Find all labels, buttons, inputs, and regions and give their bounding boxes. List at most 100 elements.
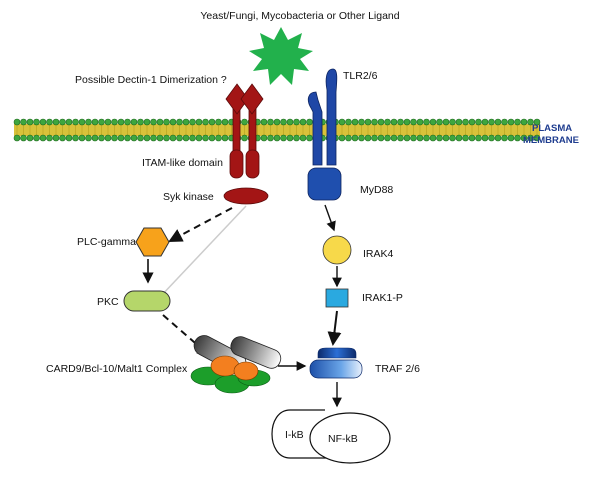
plc-gamma-icon: [135, 227, 170, 257]
membrane-lipid-head: [260, 118, 268, 126]
membrane-lipid-head: [78, 134, 86, 142]
membrane-lipid-head: [72, 134, 79, 142]
membrane-lipid-head: [52, 118, 60, 126]
membrane-lipid-head: [189, 118, 196, 126]
membrane-lipid-head: [527, 118, 534, 126]
membrane-lipid-head: [410, 118, 417, 126]
irak4: [322, 235, 352, 265]
membrane-lipid-head: [397, 118, 404, 126]
membrane-lipid-head: [351, 118, 359, 126]
membrane-lipid-head: [397, 134, 404, 142]
membrane-lipid-head: [59, 134, 66, 142]
membrane-lipid-head: [182, 118, 190, 126]
membrane-lipid-head: [481, 118, 489, 126]
membrane-lipid-head: [416, 118, 424, 126]
membrane-lipid-head: [338, 118, 346, 126]
membrane-lipid-head: [390, 134, 398, 142]
membrane-lipid-head: [39, 134, 47, 142]
pkc: [123, 290, 171, 312]
membrane-lipid-head: [455, 134, 463, 142]
myd88-to-irak4-arrow: [324, 204, 336, 232]
membrane-lipid-head: [429, 134, 437, 142]
membrane-lipid-head: [202, 134, 209, 142]
syk-to-plc-arrow: [168, 207, 233, 242]
membrane-lipid-head: [215, 134, 222, 142]
membrane-lipid-head: [267, 118, 274, 126]
membrane-lipid-head: [442, 118, 450, 126]
myd88-label: MyD88: [360, 184, 393, 196]
membrane-lipid-head: [13, 134, 21, 142]
membrane-lipid-head: [176, 134, 183, 142]
membrane-label-line1: PLASMA: [532, 123, 572, 134]
membrane-lipid-head: [462, 118, 469, 126]
membrane-lipid-head: [475, 118, 482, 126]
membrane-lipid-head: [163, 134, 170, 142]
irak4-label: IRAK4: [363, 248, 394, 260]
membrane-lipid-head: [72, 118, 79, 126]
membrane-lipid-head: [364, 134, 372, 142]
membrane-lipid-head: [377, 118, 385, 126]
membrane-lipid-head: [59, 118, 66, 126]
membrane-lipid-head: [507, 118, 515, 126]
membrane-lipid-head: [150, 118, 157, 126]
membrane-lipid-head: [117, 134, 125, 142]
membrane-lipid-head: [169, 134, 177, 142]
membrane-lipid-head: [91, 118, 99, 126]
membrane-lipid-head: [52, 134, 60, 142]
membrane-lipid-head: [260, 134, 268, 142]
syk-kinase: [223, 187, 269, 205]
ikb-label: I-kB: [285, 429, 304, 441]
membrane-lipid-head: [390, 118, 398, 126]
membrane-lipid-head: [371, 134, 378, 142]
membrane-lipid-head: [150, 134, 157, 142]
tlr-label: TLR2/6: [343, 70, 378, 82]
membrane-lipid-head: [455, 118, 463, 126]
membrane-lipid-head: [156, 118, 164, 126]
membrane-lipid-head: [111, 134, 118, 142]
membrane-lipid-head: [189, 134, 196, 142]
membrane-lipid-head: [163, 118, 170, 126]
nfkb-shape: [309, 412, 391, 464]
membrane-lipid-head: [403, 118, 411, 126]
membrane-lipid-head: [241, 118, 248, 126]
membrane-lipid-head: [436, 118, 443, 126]
membrane-lipid-head: [449, 118, 456, 126]
membrane-lipid-head: [221, 118, 229, 126]
membrane-lipid-head: [501, 118, 508, 126]
traf-2-6: [309, 347, 363, 379]
membrane-lipid-head: [273, 134, 281, 142]
membrane-lipid-head: [130, 118, 138, 126]
membrane-lipid-head: [195, 118, 203, 126]
membrane-lipid-head: [280, 118, 287, 126]
membrane-lipid-head: [39, 118, 47, 126]
membrane-lipid-head: [78, 118, 86, 126]
membrane-lipid-head: [494, 118, 502, 126]
membrane-lipid-head: [208, 118, 216, 126]
membrane-lipid-head: [176, 118, 183, 126]
pkc-label: PKC: [97, 296, 119, 308]
membrane-lipid-head: [182, 134, 190, 142]
membrane-lipid-head: [306, 134, 313, 142]
membrane-lipid-head: [280, 134, 287, 142]
membrane-lipid-head: [143, 118, 151, 126]
membrane-lipid-head: [364, 118, 372, 126]
membrane-lipid-head: [481, 134, 489, 142]
membrane-lipid-head: [527, 134, 534, 142]
card9-bcl10-malt1-complex: [190, 335, 282, 394]
membrane-lipid-head: [429, 118, 437, 126]
membrane-lipid-head: [423, 118, 430, 126]
membrane-lipid-head: [384, 118, 391, 126]
membrane-lipid-head: [91, 134, 99, 142]
dectin-1-receptor: [225, 83, 264, 179]
membrane-lipid-head: [442, 134, 450, 142]
dectin-crd-right: [240, 83, 264, 115]
itam-like-domain-right: [245, 149, 260, 179]
membrane-lipid-head: [65, 134, 73, 142]
membrane-lipid-head: [124, 134, 131, 142]
membrane-lipid-head: [436, 134, 443, 142]
membrane-lipid-head: [384, 134, 391, 142]
plc-label: PLC-gamma: [77, 236, 136, 248]
membrane-lipid-head: [416, 134, 424, 142]
membrane-lipid-head: [20, 118, 27, 126]
membrane-lipid-head: [494, 134, 502, 142]
